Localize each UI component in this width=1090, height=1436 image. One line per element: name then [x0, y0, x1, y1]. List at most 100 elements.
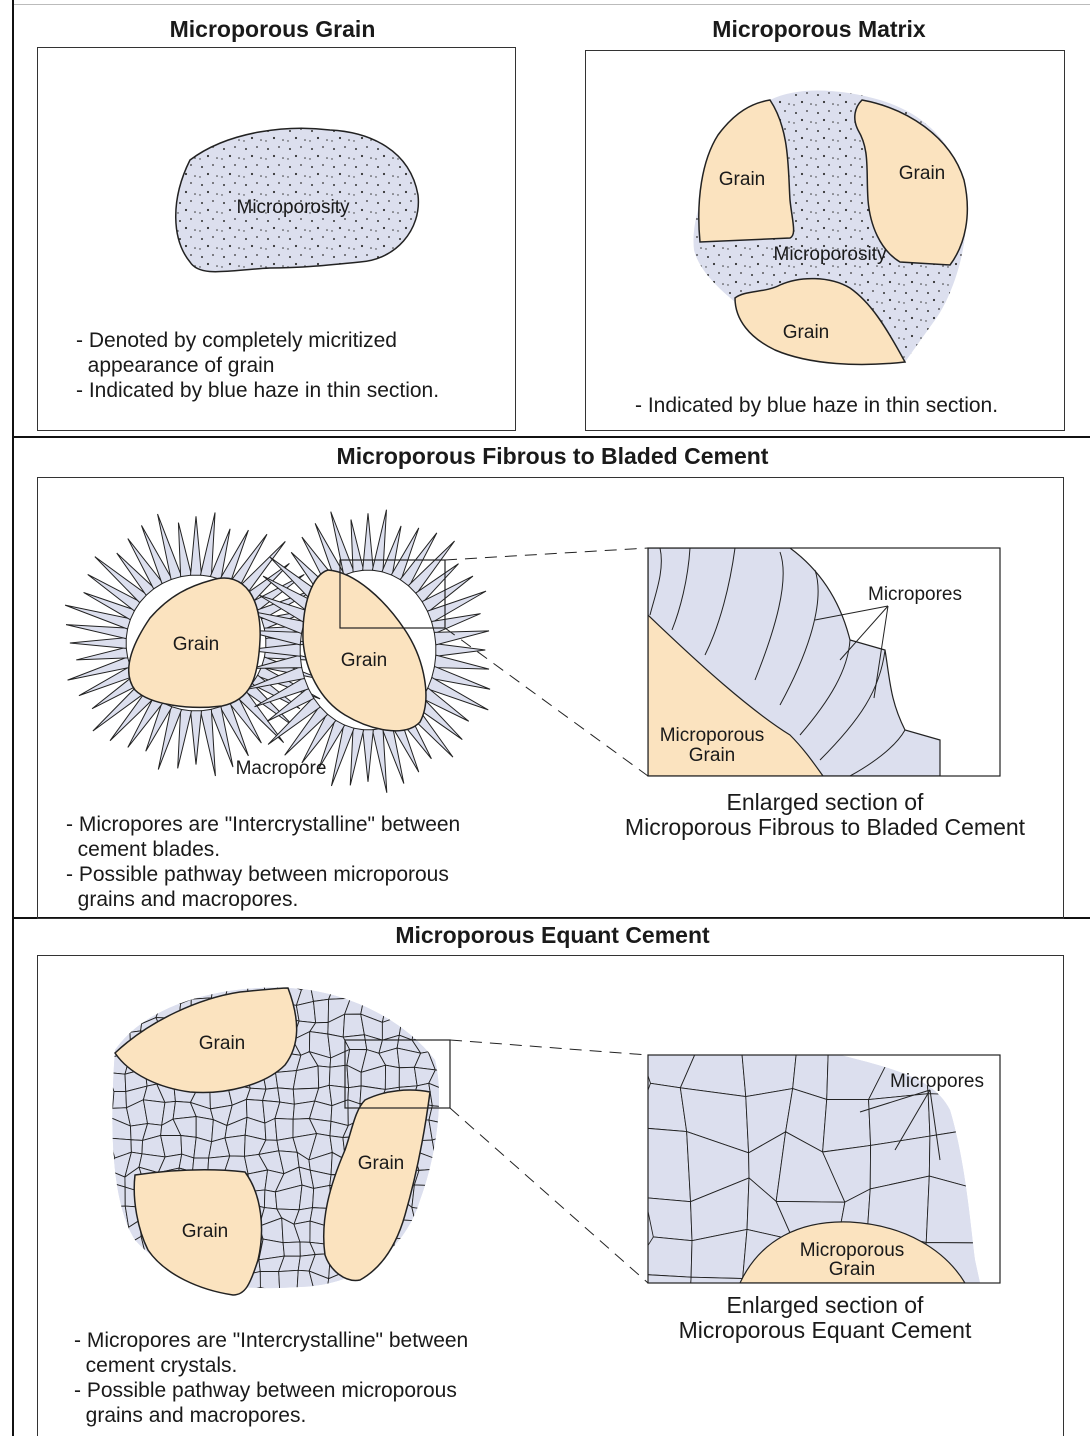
cement-blade: [76, 647, 127, 660]
cement-crystal: [431, 997, 448, 1019]
cement-crystal: [635, 1083, 687, 1131]
cement-crystal: [107, 1018, 130, 1034]
cement-crystal: [378, 1279, 401, 1289]
cement-crystal: [415, 1218, 437, 1241]
cement-blade: [200, 709, 215, 776]
caption-line: Enlarged section of: [605, 790, 1045, 815]
cement-crystal: [432, 1150, 452, 1176]
cement-crystal: [432, 1169, 448, 1185]
cement-crystal: [434, 1201, 448, 1227]
note-line: - Indicated by blue haze in thin section…: [635, 393, 998, 418]
cement-crystal: [107, 1072, 126, 1091]
cement-crystal: [329, 1065, 348, 1087]
cement-crystal: [131, 1272, 144, 1289]
caption-line: Microporous Equant Cement: [655, 1318, 995, 1343]
cement-crystal: [329, 982, 351, 999]
equant-zoom-line-top: [450, 1040, 648, 1055]
cement-blade: [191, 516, 202, 575]
cement-crystal: [109, 1221, 129, 1244]
cement-crystal: [380, 1260, 399, 1279]
cement-blade: [363, 513, 374, 570]
cement-crystal: [106, 1206, 129, 1227]
cement-crystal: [680, 1038, 745, 1097]
cement-crystal: [106, 1184, 125, 1207]
cement-blade: [363, 730, 374, 782]
cement-crystal: [124, 999, 143, 1023]
cement-crystal: [412, 1185, 438, 1211]
equant-zoom-line-bottom: [450, 1108, 648, 1283]
cement-blade: [436, 644, 486, 657]
cement-crystal: [435, 1186, 448, 1211]
cement-crystal: [299, 1185, 314, 1210]
cement-crystal: [429, 1083, 455, 1107]
note-line: - Indicated by blue haze in thin section…: [76, 378, 439, 403]
matrix-grain-label-2: Grain: [899, 163, 945, 184]
caption-line: Enlarged section of: [655, 1293, 995, 1318]
fibrous-inset-grain-label-2: Grain: [689, 745, 735, 766]
note-line: - Micropores are "Intercrystalline" betw…: [74, 1328, 468, 1353]
note-line: grains and macropores.: [66, 887, 460, 912]
cement-crystal: [106, 982, 125, 1006]
equant-grain-label-2: Grain: [358, 1153, 404, 1174]
cement-blade: [434, 631, 489, 645]
note-line: cement crystals.: [74, 1353, 468, 1378]
note-line: grains and macropores.: [74, 1403, 468, 1428]
equant-caption: Enlarged section of Microporous Equant C…: [655, 1293, 995, 1343]
cement-crystal: [398, 982, 418, 1005]
cement-crystal: [412, 1207, 438, 1220]
cement-crystal: [420, 1252, 435, 1276]
cement-crystal: [429, 1120, 453, 1140]
cement-crystal: [394, 1238, 421, 1260]
equant-inset-grain-label-1: Microporous: [800, 1240, 905, 1261]
cement-crystal: [318, 1066, 330, 1088]
cement-blade: [350, 728, 363, 785]
cement-crystal: [431, 1018, 454, 1038]
cement-crystal: [434, 1218, 448, 1241]
equant-notes: - Micropores are "Intercrystalline" betw…: [74, 1328, 468, 1428]
cement-crystal: [279, 1270, 299, 1292]
cement-crystal: [131, 1140, 143, 1154]
cement-crystal: [416, 983, 433, 1003]
fibrous-grain-label-1: Grain: [173, 634, 219, 655]
cement-crystal: [157, 1274, 179, 1295]
cement-crystal: [417, 1238, 437, 1253]
matrix-diagram: [693, 91, 967, 365]
cement-crystal: [106, 1255, 131, 1277]
cement-crystal: [283, 1242, 300, 1256]
cement-crystal: [385, 1065, 399, 1089]
cement-blade: [178, 523, 191, 577]
equant-micropores-label: Micropores: [890, 1071, 984, 1092]
fibrous-zoom-line-top: [445, 548, 648, 560]
cement-blade: [434, 655, 489, 669]
cement-blade: [372, 510, 386, 572]
grain-microporosity-label: Microporosity: [237, 197, 350, 218]
cement-blade: [351, 520, 364, 572]
cement-crystal: [128, 1259, 146, 1276]
note-line: - Denoted by completely micritized: [76, 328, 439, 353]
fibrous-micropores-label: Micropores: [868, 584, 962, 605]
cement-blade: [178, 709, 192, 768]
cement-crystal: [191, 981, 213, 1000]
cement-crystal: [412, 1014, 435, 1040]
cement-crystal: [418, 1270, 437, 1295]
cement-crystal: [823, 1099, 871, 1152]
fibrous-notes: - Micropores are "Intercrystalline" betw…: [66, 812, 460, 912]
cement-blade: [66, 625, 128, 639]
equant-grain-label-3: Grain: [182, 1221, 228, 1242]
cement-crystal: [429, 1236, 453, 1252]
cement-blade: [372, 728, 386, 793]
cement-crystal: [416, 997, 434, 1019]
cement-crystal: [143, 985, 162, 1001]
cement-blade: [200, 512, 215, 576]
matrix-grain-label-1: Grain: [719, 169, 765, 190]
fibrous-caption: Enlarged section of Microporous Fibrous …: [605, 790, 1045, 840]
fibrous-cement-rosettes: [65, 510, 490, 793]
cement-blade: [70, 638, 126, 649]
cement-crystal: [363, 983, 386, 1007]
cement-crystal: [113, 1092, 127, 1109]
note-line: - Micropores are "Intercrystalline" betw…: [66, 812, 460, 837]
cement-crystal: [399, 1270, 420, 1291]
cement-crystal: [260, 1271, 279, 1292]
cement-crystal: [313, 999, 328, 1022]
